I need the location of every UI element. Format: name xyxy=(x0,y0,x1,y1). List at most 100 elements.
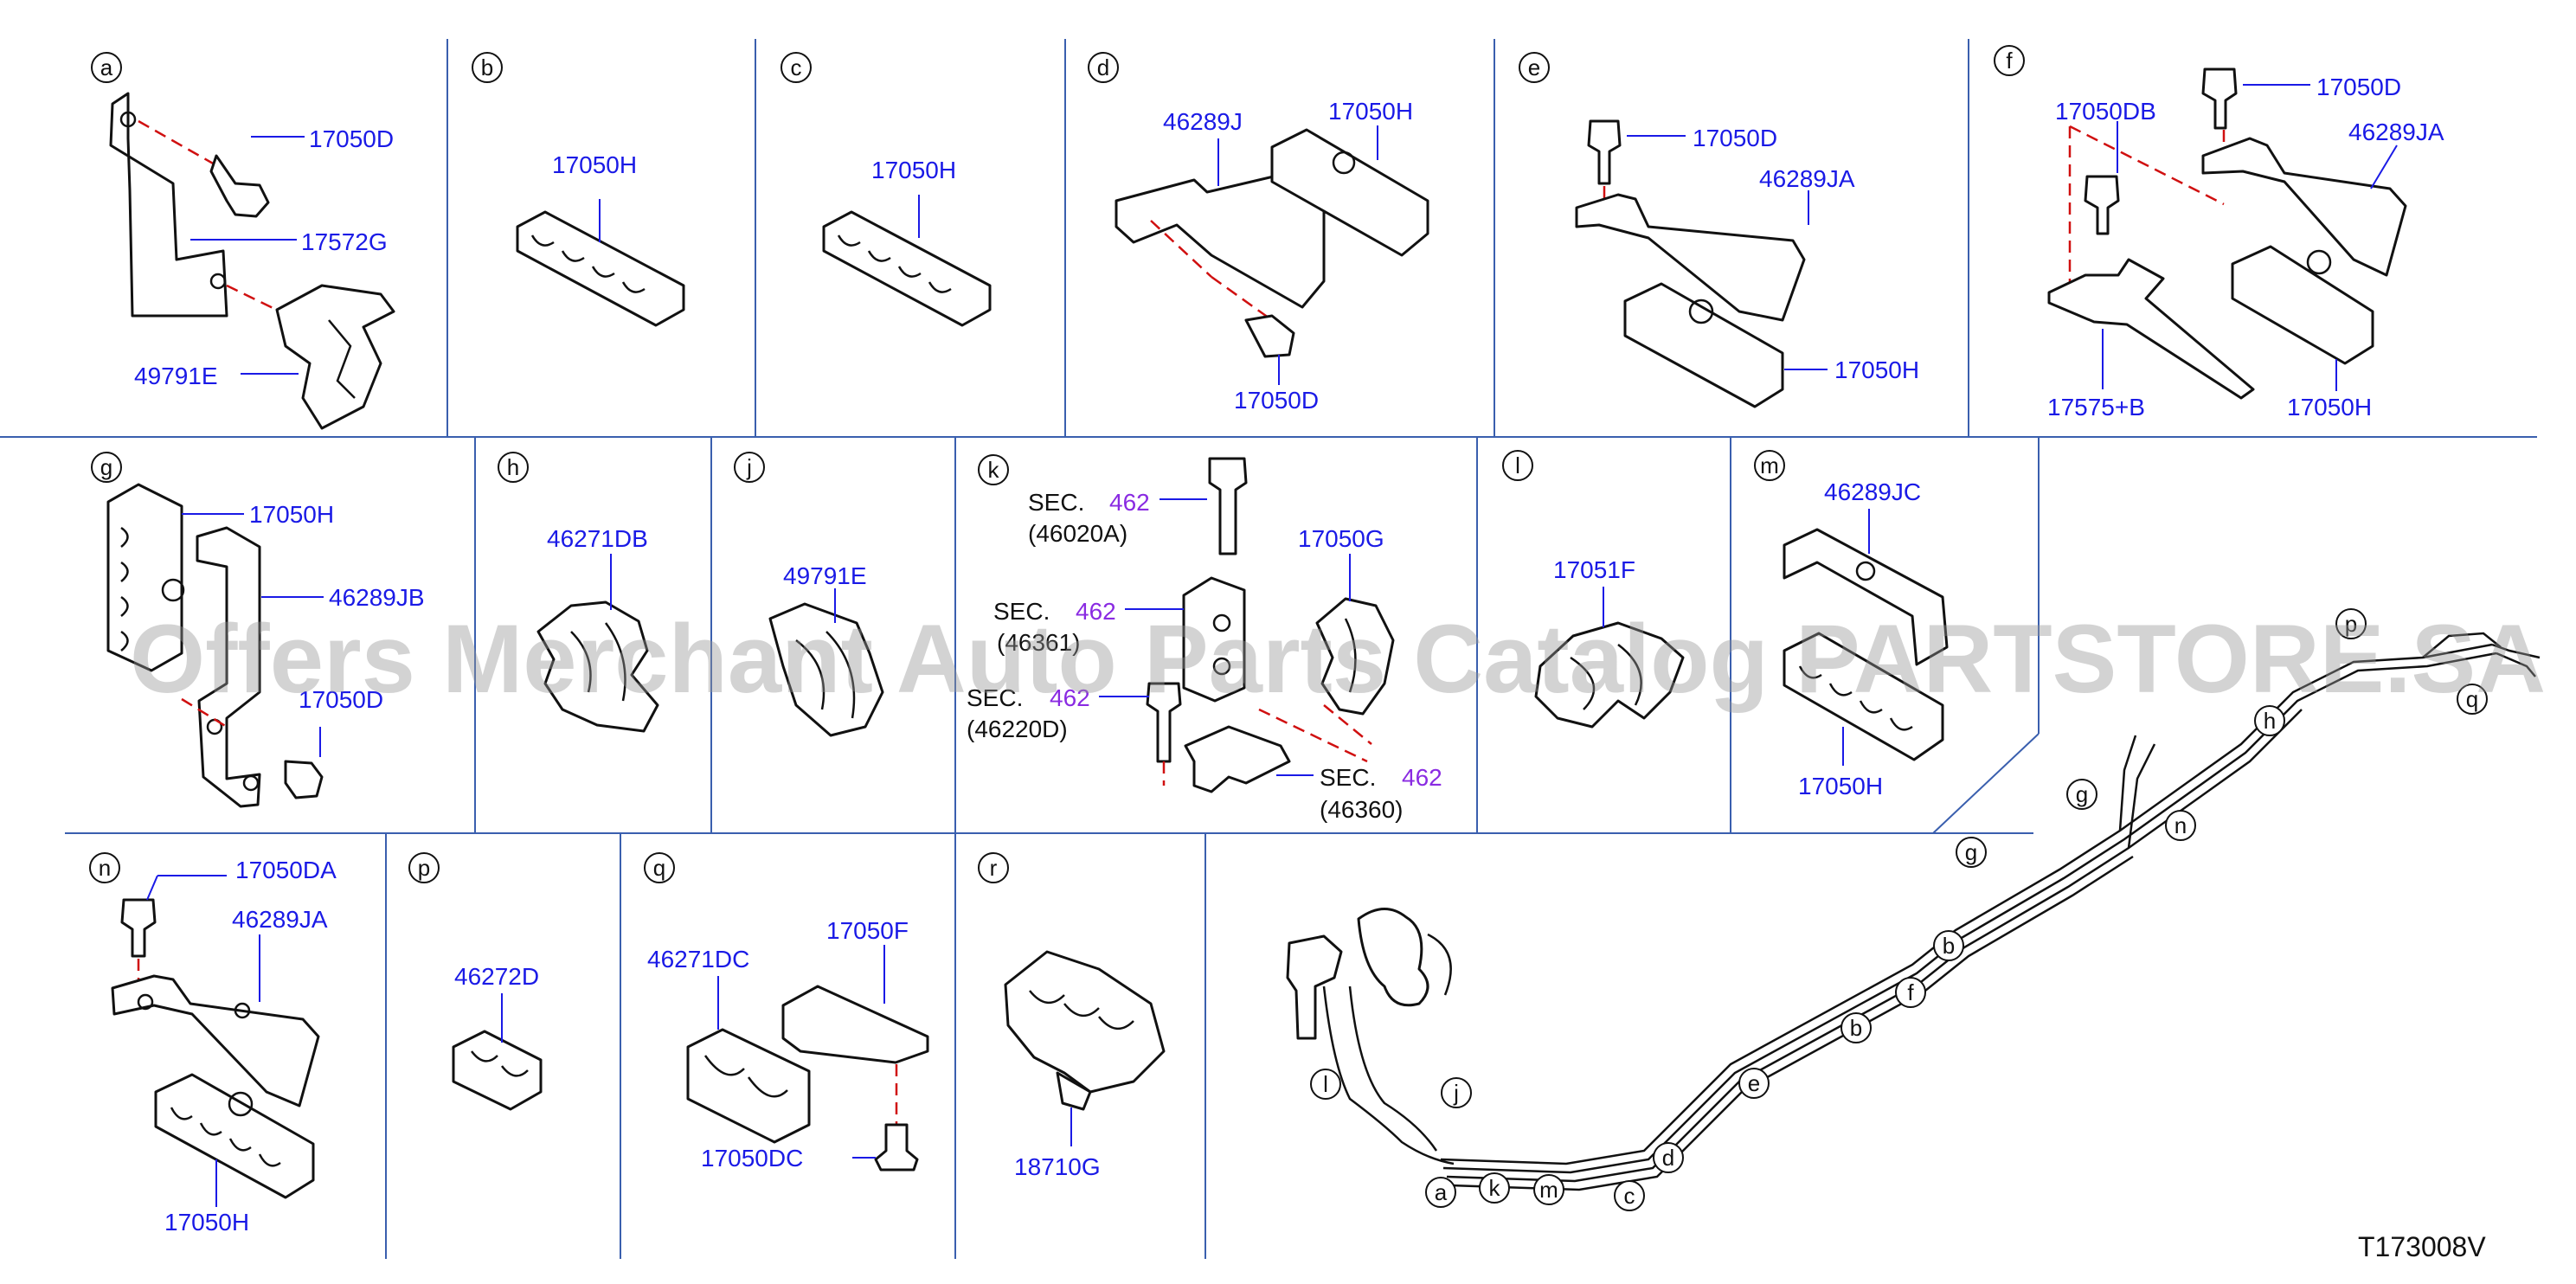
part-number[interactable]: 46289J xyxy=(1163,108,1243,135)
svg-text:n: n xyxy=(99,855,111,881)
clamp-17050H xyxy=(2231,245,2374,365)
bracket-46289J xyxy=(1115,167,1326,309)
part-number[interactable]: 17050D xyxy=(2316,74,2401,100)
part-number[interactable]: 49791E xyxy=(134,363,218,389)
part-number[interactable]: 17050H xyxy=(2287,394,2372,421)
part-number[interactable]: 17050DB xyxy=(2055,98,2156,125)
watermark: Offers Merchant Auto Parts Catalog PARTS… xyxy=(130,605,2546,713)
svg-text:r: r xyxy=(990,855,998,881)
panel-f: 17050D 17050DB 46289JA 17575+B 17050H xyxy=(2047,67,2444,421)
svg-text:m: m xyxy=(1760,453,1779,478)
callout-b[interactable]: b xyxy=(1840,1012,1872,1043)
svg-text:c: c xyxy=(1624,1183,1635,1209)
panel-n: 17050DA 46289JA 17050H xyxy=(111,857,337,1236)
part-number[interactable]: 17050H xyxy=(164,1209,249,1236)
clip-17050F xyxy=(781,985,929,1064)
part-number[interactable]: 17050H xyxy=(249,501,334,528)
svg-text:k: k xyxy=(988,457,1000,483)
part-number[interactable]: 17575+B xyxy=(2047,394,2145,421)
part-number[interactable]: 46289JA xyxy=(232,906,328,933)
bolt-icon xyxy=(1208,457,1248,555)
svg-text:b: b xyxy=(1943,933,1955,959)
callout-e[interactable]: e xyxy=(1738,1068,1770,1099)
part-number[interactable]: 17050D xyxy=(309,125,394,152)
callout-j[interactable]: j xyxy=(1441,1077,1472,1108)
part-number[interactable]: 17051F xyxy=(1553,556,1635,583)
part-number[interactable]: 46271DB xyxy=(547,525,648,552)
callout-b[interactable]: b xyxy=(1933,930,1964,961)
callout-h[interactable]: h xyxy=(2254,705,2285,736)
panel-letter-r: r xyxy=(978,852,1009,883)
svg-text:c: c xyxy=(791,55,802,80)
part-number[interactable]: 17572G xyxy=(301,228,388,255)
part-number[interactable]: 46272D xyxy=(454,963,539,990)
callout-g[interactable]: g xyxy=(2066,779,2097,810)
part-number[interactable]: 46289JB xyxy=(329,584,425,611)
bracket-17572G xyxy=(109,92,228,318)
svg-text:j: j xyxy=(1453,1080,1459,1106)
sec-number[interactable]: 462 xyxy=(1076,598,1116,625)
clip-46271DB xyxy=(536,600,659,733)
master-cylinder xyxy=(1357,908,1429,1007)
clamp-17050H xyxy=(516,210,685,327)
part-number[interactable]: 46289JA xyxy=(2348,119,2444,145)
callout-l[interactable]: l xyxy=(1310,1069,1341,1100)
svg-text:f: f xyxy=(1907,979,1914,1005)
abs-actuator xyxy=(1286,934,1343,1040)
part-number[interactable]: 17050D xyxy=(1234,387,1319,414)
panel-c: 17050H xyxy=(822,157,992,327)
svg-text:n: n xyxy=(2175,812,2187,838)
part-number[interactable]: 46289JC xyxy=(1824,478,1921,505)
bolt-icon xyxy=(209,154,270,218)
part-number[interactable]: 17050H xyxy=(1798,773,1883,799)
callout-n[interactable]: n xyxy=(2165,810,2196,841)
svg-text:q: q xyxy=(653,855,665,881)
callout-a[interactable]: a xyxy=(1425,1177,1456,1208)
callout-g[interactable]: g xyxy=(1956,837,1987,868)
callout-f[interactable]: f xyxy=(1895,977,1926,1008)
sec-number[interactable]: 462 xyxy=(1050,684,1090,711)
bolt-icon xyxy=(2201,67,2238,130)
svg-text:d: d xyxy=(1662,1145,1674,1171)
part-number[interactable]: 17050D xyxy=(1693,125,1777,151)
part-number[interactable]: 46289JA xyxy=(1759,165,1855,192)
callout-q[interactable]: q xyxy=(2457,684,2488,715)
part-number[interactable]: 49791E xyxy=(783,562,867,589)
svg-text:l: l xyxy=(1515,453,1520,478)
svg-text:g: g xyxy=(1965,839,1977,865)
part-number[interactable]: 17050F xyxy=(826,917,909,944)
part-number[interactable]: 17050H xyxy=(1834,356,1919,383)
callout-c[interactable]: c xyxy=(1614,1180,1645,1211)
sec-ref: (46020A) xyxy=(1028,520,1127,547)
part-number[interactable]: 17050DC xyxy=(701,1145,803,1172)
part-number[interactable]: 17050D xyxy=(299,686,383,713)
callout-m[interactable]: m xyxy=(1533,1174,1564,1205)
clip-49791E xyxy=(275,284,395,430)
callout-p[interactable]: p xyxy=(2335,608,2367,639)
panel-g: 17050H 46289JB 17050D xyxy=(106,483,425,808)
mounting-plate xyxy=(1184,725,1291,793)
part-number[interactable]: 17050G xyxy=(1298,525,1384,552)
callout-d[interactable]: d xyxy=(1653,1142,1684,1173)
part-number[interactable]: 18710G xyxy=(1014,1153,1101,1180)
callout-k[interactable]: k xyxy=(1479,1172,1510,1204)
svg-text:l: l xyxy=(1323,1071,1328,1097)
bolt-icon xyxy=(120,898,157,958)
sec-number[interactable]: 462 xyxy=(1402,764,1442,791)
sec-label: SEC. xyxy=(993,598,1050,625)
part-number[interactable]: 17050DA xyxy=(235,857,337,883)
panel-letter-k: k xyxy=(978,454,1009,485)
part-number[interactable]: 46271DC xyxy=(647,946,749,973)
part-number[interactable]: 17050H xyxy=(1328,98,1413,125)
bolt-icon xyxy=(1587,119,1622,185)
clamp-17050H xyxy=(106,483,183,672)
bracket-46289JB xyxy=(196,526,261,808)
panel-grid xyxy=(0,39,2537,1259)
bolt-icon xyxy=(1244,314,1295,358)
panel-letter-j: j xyxy=(734,452,765,483)
part-number[interactable]: 17050H xyxy=(871,157,956,183)
diagram-code: T173008V xyxy=(2358,1231,2486,1262)
part-number[interactable]: 17050H xyxy=(552,151,637,178)
sec-number[interactable]: 462 xyxy=(1109,489,1150,516)
svg-text:a: a xyxy=(1435,1179,1448,1205)
